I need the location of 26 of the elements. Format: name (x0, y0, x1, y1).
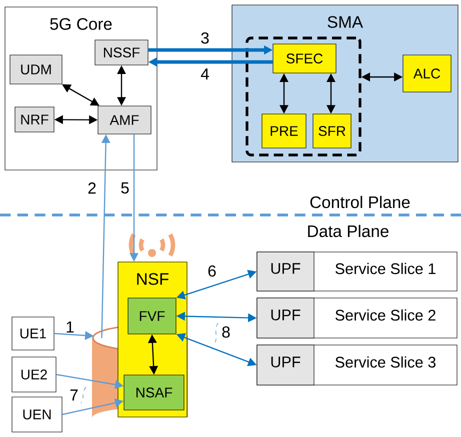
function-box: NSSF (94, 40, 148, 66)
function-box: SFEC (272, 44, 336, 74)
function-box: UDM (10, 54, 62, 84)
function-box: ALC (402, 54, 452, 92)
slice-row: UPF Service Slice 1 (256, 252, 458, 292)
slice-row: UPF Service Slice 3 (256, 344, 458, 386)
edge-label: 6 (208, 265, 216, 277)
function-box: AMF (98, 106, 152, 134)
function-box: NSAF (124, 374, 184, 410)
edge-label: 3 (201, 32, 209, 44)
function-box: PRE (262, 114, 306, 148)
edge-label: 7 (70, 390, 78, 400)
slice-row: UPF Service Slice 2 (256, 298, 458, 338)
edge-label: 2 (88, 182, 96, 194)
plane-label: Control Plane (310, 196, 410, 208)
device-box: UE2 (12, 356, 56, 392)
function-box: FVF (128, 298, 176, 334)
edge-label: 4 (200, 68, 209, 80)
function-box: SFR (312, 114, 352, 148)
device-box: UE1 (12, 316, 54, 350)
dashed-group-box (246, 36, 362, 156)
edge-label: 1 (66, 322, 74, 332)
device-box: UEN (12, 396, 62, 432)
edge-label: 8 (222, 326, 230, 338)
function-box: NRF (14, 106, 54, 132)
edge-label: 5 (121, 182, 129, 194)
